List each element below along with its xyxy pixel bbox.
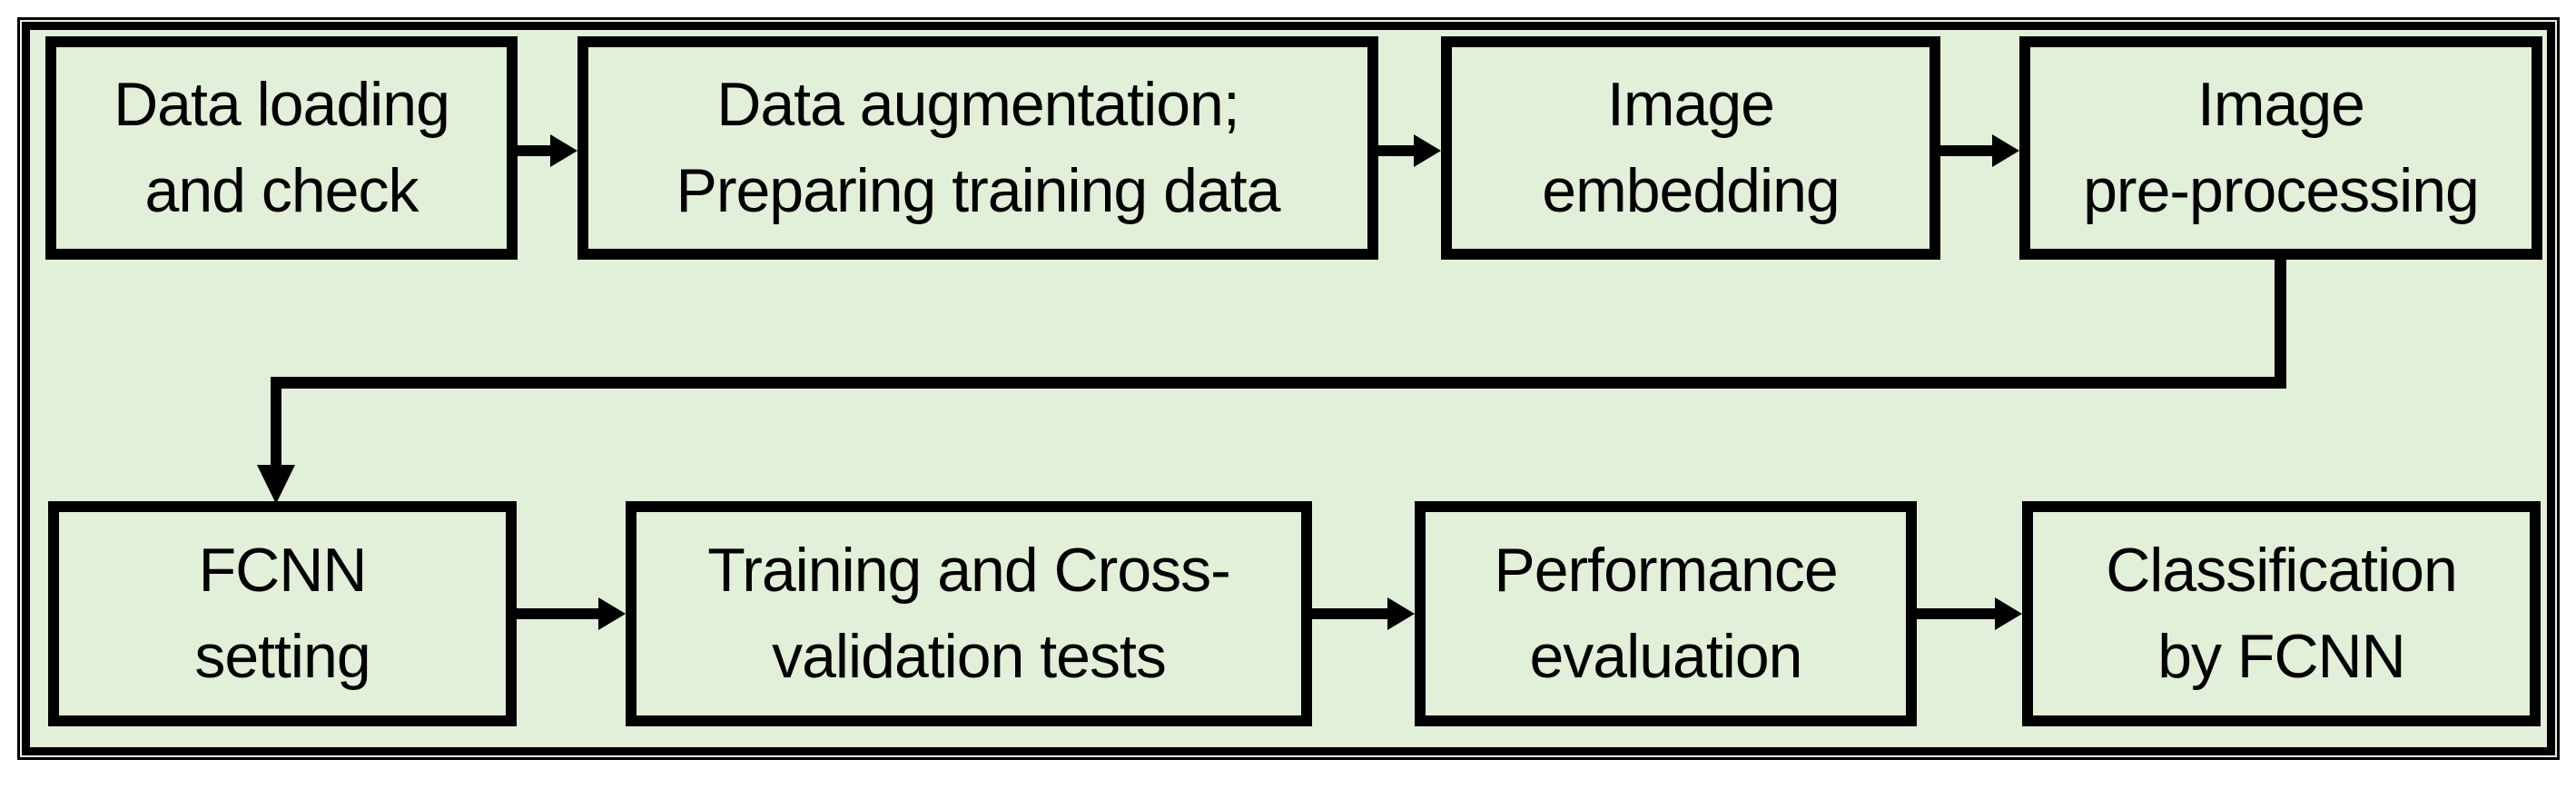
connector-descend-line — [271, 389, 281, 465]
arrow-right-icon-training-to-performance — [1311, 597, 1415, 630]
flow-box-image-embedding: Image embedding — [1441, 36, 1940, 260]
box-text-line: pre-processing — [2083, 156, 2480, 225]
connector-drop-line — [2275, 260, 2286, 389]
box-text-line: by FCNN — [2157, 622, 2406, 691]
box-text-line: evaluation — [1529, 622, 1802, 691]
flow-box-data-augmentation: Data augmentation; Preparing training da… — [577, 36, 1378, 260]
flowchart-outer-frame: Data loading and check Data augmentation… — [17, 17, 2560, 760]
arrow-head-icon — [1414, 134, 1441, 167]
box-text-line: FCNN — [198, 536, 368, 605]
box-text-line: Preparing training data — [676, 156, 1280, 225]
flow-box-image-pre-processing: Image pre-processing — [2019, 36, 2542, 260]
arrow-shaft — [1311, 608, 1387, 619]
flow-box-training-cross-validation: Training and Cross- validation tests — [626, 501, 1312, 726]
flow-box-performance-evaluation: Performance evaluation — [1415, 501, 1917, 726]
arrow-head-icon — [550, 134, 577, 167]
arrow-shaft — [1940, 145, 1992, 156]
arrow-shaft — [1378, 145, 1414, 156]
flow-box-fcnn-setting: FCNN setting — [48, 501, 517, 726]
flow-box-data-loading-and-check: Data loading and check — [45, 36, 518, 260]
arrow-right-icon-performance-to-classification — [1917, 597, 2022, 630]
box-text-line: embedding — [1542, 156, 1840, 225]
arrow-shaft — [517, 608, 598, 619]
flow-box-classification-by-fcnn: Classification by FCNN — [2022, 501, 2541, 726]
box-text-line: validation tests — [772, 622, 1167, 691]
arrow-head-icon — [598, 597, 626, 630]
arrow-right-icon-embedding-to-preprocessing — [1940, 134, 2019, 167]
box-text-line: Image — [1607, 70, 1775, 139]
box-text-line: Training and Cross- — [707, 536, 1231, 605]
arrow-right-icon-augmentation-to-embedding — [1378, 134, 1441, 167]
arrow-head-icon — [1387, 597, 1415, 630]
box-text-line: Classification — [2106, 536, 2458, 605]
arrow-right-icon-fcnn-to-training — [517, 597, 626, 630]
arrow-head-icon — [1992, 134, 2019, 167]
arrow-right-icon-loading-to-augmentation — [518, 134, 577, 167]
flowchart-inner-frame: Data loading and check Data augmentation… — [22, 22, 2555, 755]
arrow-shaft — [1917, 608, 1995, 619]
arrow-head-icon — [1995, 597, 2022, 630]
box-text-line: Image — [2197, 70, 2365, 139]
arrow-down-icon — [257, 465, 295, 504]
box-text-line: Performance — [1494, 536, 1838, 605]
box-text-line: setting — [194, 622, 370, 691]
arrow-shaft — [518, 145, 550, 156]
box-text-line: Data loading — [114, 70, 450, 139]
box-text-line: Data augmentation; — [716, 70, 1240, 139]
box-text-line: and check — [144, 156, 419, 225]
connector-horizontal-line — [271, 377, 2286, 389]
